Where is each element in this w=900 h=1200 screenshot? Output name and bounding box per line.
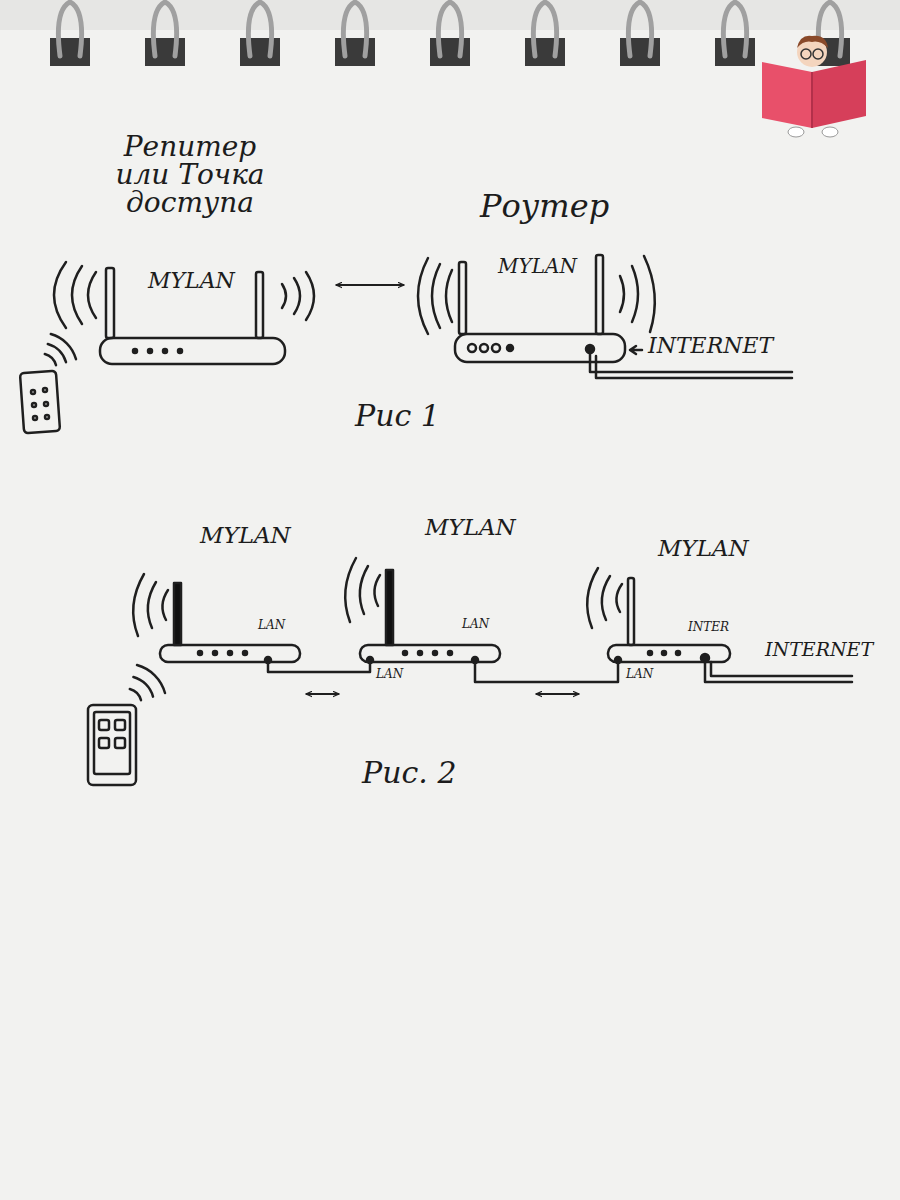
network-name: MYLAN (200, 522, 291, 550)
port-label: LAN (626, 667, 653, 681)
double-arrow (336, 284, 404, 286)
lan-cable (265, 657, 621, 682)
port-label: LAN (258, 618, 285, 632)
port-label: INTER (688, 620, 729, 634)
phone-icon (88, 665, 165, 785)
router-device (133, 574, 300, 662)
port-label: LAN (376, 667, 403, 681)
device-node: MYLAN LAN INTER (585, 530, 770, 700)
figure-caption: Рис 1 (355, 398, 440, 434)
device-node: MYLAN LAN LAN (345, 508, 530, 700)
repeater-device (54, 262, 314, 364)
port-label: LAN (462, 617, 489, 631)
watermark-icon (762, 36, 866, 137)
network-name: MYLAN (425, 514, 516, 542)
device-heading: Роутер (480, 187, 609, 225)
network-name: MYLAN (498, 254, 577, 278)
router-device (587, 568, 730, 662)
double-arrow (536, 693, 579, 695)
device-node: MYLAN LAN (120, 515, 300, 700)
figure-caption: Рис. 2 (362, 755, 456, 791)
network-name: MYLAN (658, 535, 749, 563)
device-node: Репитер или Точка доступаMYLAN (40, 125, 330, 375)
device-node: РоутерMYLAN (410, 185, 640, 375)
internet-label: INTERNET (765, 638, 873, 661)
phone-icon (20, 334, 76, 433)
network-name: MYLAN (148, 268, 235, 294)
spiral-binding (50, 2, 850, 66)
internet-label: INTERNET (648, 333, 773, 359)
router-device (418, 255, 655, 362)
router-device (345, 558, 500, 662)
device-heading: Репитер или Точка доступа (105, 133, 275, 217)
double-arrow (306, 693, 339, 695)
